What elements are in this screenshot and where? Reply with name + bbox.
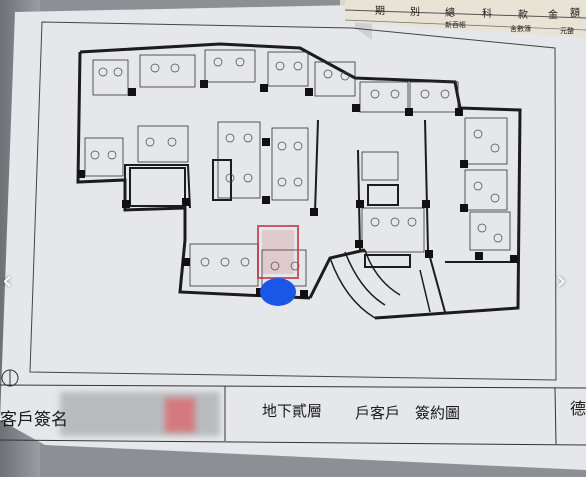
- paper-sheet: [0, 5, 586, 470]
- header-sub-2: 舍數簿: [510, 25, 531, 33]
- receipt-strip: [345, 0, 586, 38]
- redacted-signature: [60, 392, 220, 436]
- header-col-1: 期: [375, 6, 385, 17]
- title-block: [0, 384, 586, 446]
- floor-label: 地下貳層: [262, 402, 323, 420]
- header-col-7: 額: [570, 8, 580, 19]
- header-col-3: 總: [445, 8, 455, 19]
- drawing-frame: [29, 21, 557, 381]
- header-sub-3: 元整: [560, 27, 574, 35]
- north-arrow: [1, 369, 19, 387]
- header-col-2: 別: [410, 7, 420, 18]
- redacted-stamp: [165, 398, 195, 432]
- header-col-5: 款: [518, 10, 528, 21]
- inner-walls: [124, 119, 518, 313]
- stall-markers: [90, 57, 503, 271]
- parking-stalls: [84, 49, 511, 287]
- right-edge-char: 德: [570, 399, 586, 418]
- header-sub-1: 新吞帳: [445, 21, 466, 29]
- unit-plan-label: 戶客戶 簽約圖: [355, 404, 461, 422]
- blue-marker: [260, 278, 296, 306]
- next-image-button[interactable]: ›: [556, 266, 567, 296]
- previous-image-button[interactable]: ‹: [2, 266, 13, 296]
- red-stamp: [257, 225, 299, 279]
- ramp: [329, 249, 431, 319]
- customer-signature-label: 客戶簽名: [0, 410, 68, 430]
- header-col-6: 金: [548, 10, 558, 21]
- header-col-4: 科: [482, 9, 492, 20]
